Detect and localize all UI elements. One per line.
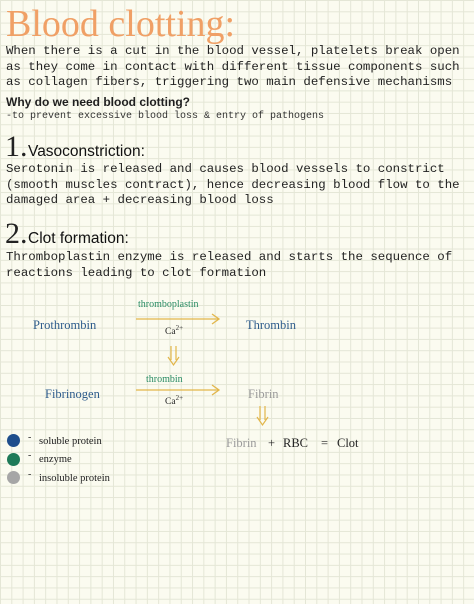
reaction-arrow-1 [136,313,221,325]
fibrin-label: Fibrin [248,387,279,401]
intro-paragraph: When there is a cut in the blood vessel,… [6,44,460,89]
prothrombin-label: Prothrombin [33,318,97,332]
section-2-heading: Clot formation: [28,230,129,247]
legend-dash-2: - [28,450,32,461]
thromboplastin-label: thromboplastin [138,299,199,310]
legend-label-soluble: soluble protein [39,436,102,447]
legend-dash-1: - [28,432,32,443]
section-1-text: Serotonin is released and causes blood v… [6,162,460,207]
question-heading: Why do we need blood clotting? [6,95,190,109]
section-2-text: Thromboplastin enzyme is released and st… [6,250,453,280]
equals-sign: = [321,436,329,450]
section-2-number: 2. [5,217,28,250]
down-arrow-1 [167,346,180,367]
answer-text: -to prevent excessive blood loss & entry… [6,111,325,122]
thrombin-enzyme-label: thrombin [146,374,183,385]
fibrin-result-label: Fibrin [226,436,257,450]
legend-dot-insoluble [7,471,20,484]
legend-label-insoluble: insoluble protein [39,473,110,484]
reaction-arrow-2 [136,384,221,396]
section-1-heading: Vasoconstriction: [28,143,145,160]
thrombin-product-label: Thrombin [246,318,296,332]
calcium-label-1: Ca2+ [165,324,184,338]
plus-sign: + [268,436,276,450]
legend-label-enzyme: enzyme [39,454,72,465]
legend-dot-soluble [7,434,20,447]
rbc-label: RBC [283,436,309,450]
fibrinogen-label: Fibrinogen [45,387,100,401]
page-title: Blood clotting: [6,3,236,45]
down-arrow-2 [256,406,269,427]
legend-dot-enzyme [7,453,20,466]
calcium-label-2: Ca2+ [165,394,184,408]
clot-label: Clot [337,436,359,450]
legend-dash-3: - [28,469,32,480]
section-1-number: 1. [5,130,28,163]
